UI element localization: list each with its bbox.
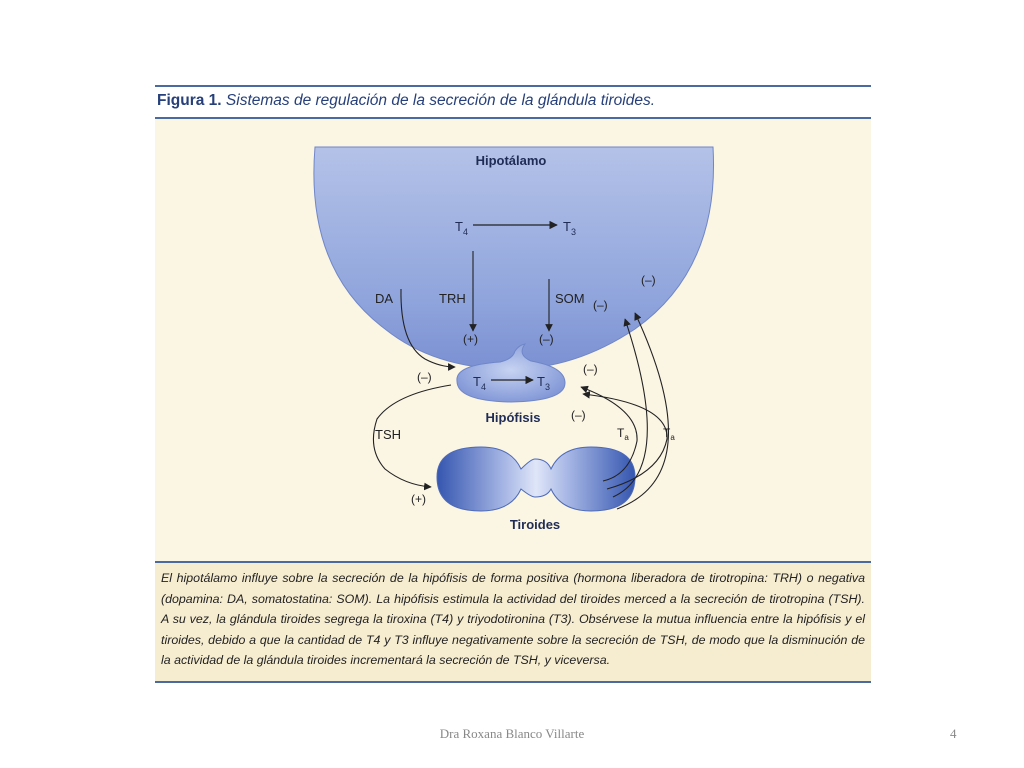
figure-caption-box: El hipotálamo influye sobre la secreción…: [155, 561, 871, 683]
figure-panel: Figura 1. Sistemas de regulación de la s…: [155, 85, 871, 683]
thyroid-label: Tiroides: [510, 517, 560, 532]
hypothalamus-minus-label-1: (–): [593, 298, 608, 312]
da-minus-label: (–): [417, 370, 432, 384]
pituitary-minus-label-1: (–): [583, 362, 598, 376]
pituitary-minus-label-2: (–): [571, 408, 586, 422]
svg-text:T3: T3: [563, 219, 576, 237]
svg-text:T3: T3: [537, 374, 550, 392]
hypothalamus-t4-t3-conversion: T4 T3: [455, 219, 576, 237]
pituitary-t4-t3-conversion: T4 T3: [473, 374, 550, 392]
pituitary-shape: [456, 343, 566, 403]
trh-label: TRH: [439, 291, 466, 306]
hypothalamus-label: Hipotálamo: [476, 153, 547, 168]
figure-caption: El hipotálamo influye sobre la secreción…: [161, 571, 865, 667]
figure-title-label: Figura 1.: [157, 92, 222, 109]
figure-title-text: Sistemas de regulación de la secreción d…: [225, 92, 656, 109]
figure-title: Figura 1. Sistemas de regulación de la s…: [157, 92, 655, 110]
ta-feedback-hypothalamus-arrow-2: [616, 312, 670, 510]
hypothalamus-shape: [313, 146, 715, 370]
figure-header: Figura 1. Sistemas de regulación de la s…: [155, 85, 871, 119]
footer-author: Dra Roxana Blanco Villarte: [439, 726, 585, 741]
thyroid-shape: [436, 446, 636, 512]
hypothalamus-minus-label-2: (–): [641, 273, 656, 287]
tsh-label: TSH: [375, 427, 401, 442]
ta-label-1: Ta: [617, 426, 629, 442]
tsh-arrow: [372, 384, 452, 491]
som-minus-label: (–): [539, 332, 554, 346]
ta-feedback-pituitary-arrow: [580, 385, 638, 482]
ta-feedback-hypothalamus-arrow-1: [612, 318, 648, 498]
trh-plus-label: (+): [463, 332, 478, 346]
ta-label-2: Ta: [663, 426, 675, 442]
da-label: DA: [375, 291, 393, 306]
pituitary-label: Hipófisis: [486, 410, 541, 425]
svg-text:T4: T4: [455, 219, 468, 237]
som-label: SOM: [555, 291, 585, 306]
thyroid-regulation-diagram: Hipotálamo T4 T3 DA (–) TRH (+) SOM (–) …: [313, 146, 715, 532]
da-arrow: [400, 288, 456, 371]
page-number: 4: [950, 726, 957, 741]
tsh-plus-label: (+): [411, 492, 426, 506]
svg-text:T4: T4: [473, 374, 486, 392]
